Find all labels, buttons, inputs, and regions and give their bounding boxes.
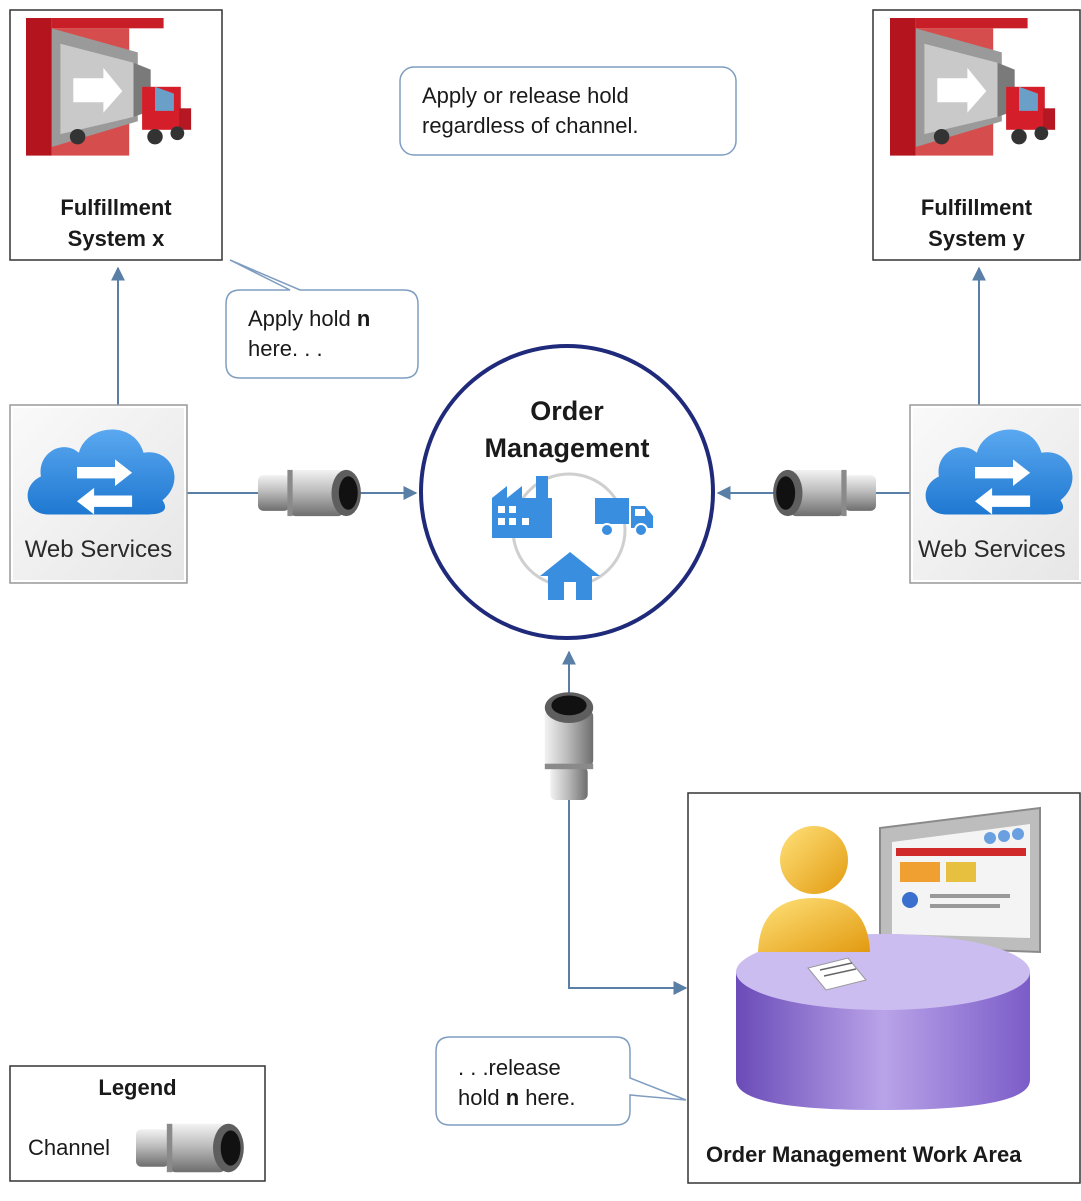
fulfillment-x-line2: System x: [10, 223, 222, 254]
fulfillment-system-x-box: [9, 9, 223, 261]
order-management-label: Order Management: [421, 393, 713, 467]
channel-connector-icon: [136, 1123, 244, 1173]
callout-release-line1: . . .release: [458, 1055, 561, 1080]
callout-top-box: [399, 66, 737, 156]
callout-apply-line2: here. . .: [248, 336, 323, 361]
desk-icon: [736, 934, 1030, 1110]
person-icon: [758, 826, 870, 952]
callout-apply-box: [225, 259, 419, 379]
callout-apply-line1: Apply hold n: [248, 304, 370, 334]
fulfillment-y-system: System: [928, 226, 1007, 251]
work-area-label: Order Management Work Area: [706, 1142, 1022, 1167]
fulfillment-y-var: y: [1012, 226, 1025, 251]
house-icon: [540, 552, 600, 600]
fulfillment-system-y-box: [872, 9, 1081, 261]
arrow-to-work-area: [568, 800, 688, 995]
web-services-left-box: [9, 404, 188, 584]
callout-top-line1: Apply or release hold: [422, 83, 629, 108]
callout-apply-prefix: Apply hold: [248, 306, 351, 331]
fulfillment-y-line1: Fulfillment: [920, 195, 1033, 220]
callout-top-text: Apply or release hold regardless of chan…: [422, 81, 638, 141]
callout-release-here: here.: [525, 1085, 576, 1110]
fulfillment-y-line2: System y: [873, 223, 1080, 254]
callout-top-line2: regardless of channel.: [422, 113, 639, 138]
legend-title: Legend: [98, 1075, 177, 1100]
order-management-line2: Management: [484, 433, 650, 463]
legend-box: [9, 1065, 266, 1182]
fulfillment-x-system: System: [67, 226, 146, 251]
channel-connector-icon-bottom: [544, 692, 594, 800]
callout-apply-text: Apply hold n here. . .: [248, 304, 370, 364]
order-management-line1: Order: [530, 396, 604, 426]
web-services-right-label: Web Services: [918, 536, 1066, 563]
legend-channel-label: Channel: [28, 1135, 110, 1160]
callout-release-hold: hold: [458, 1085, 500, 1110]
fulfillment-x-line1: Fulfillment: [60, 195, 172, 220]
web-services-right-box: [909, 404, 1081, 584]
work-area-box: [687, 792, 1081, 1184]
delivery-truck-icon: [595, 498, 653, 537]
order-management-node: [419, 344, 715, 640]
callout-release-line2: hold n here.: [458, 1083, 575, 1113]
fulfillment-x-var: x: [152, 226, 165, 251]
callout-release-var: n: [505, 1085, 520, 1110]
factory-icon: [492, 476, 552, 538]
fulfillment-y-label: Fulfillment System y: [873, 192, 1080, 254]
web-services-left-label: Web Services: [24, 536, 173, 563]
fulfillment-x-label: Fulfillment System x: [10, 192, 222, 254]
callout-release-text: . . .release hold n here.: [458, 1053, 575, 1113]
callout-apply-var: n: [356, 306, 371, 331]
channel-connector-icon-left: [258, 469, 361, 517]
callout-release-box: [435, 1036, 687, 1126]
channel-connector-icon-right: [773, 469, 876, 517]
